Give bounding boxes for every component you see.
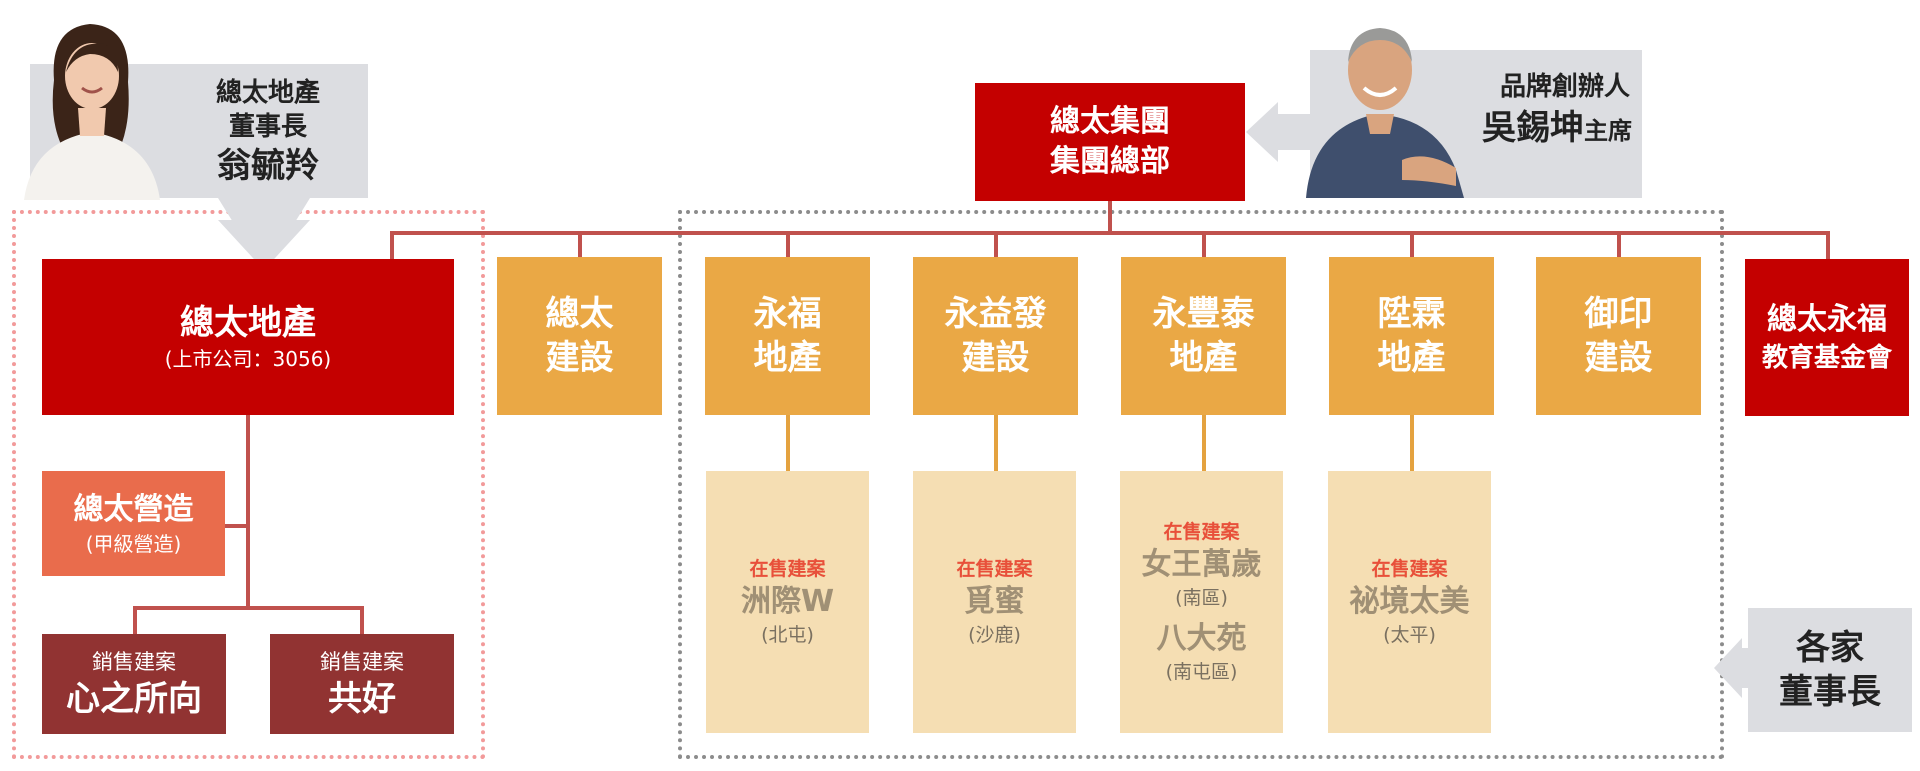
project-1-label: 在售建案 [749,558,826,580]
project-3-label: 在售建案 [1163,521,1240,543]
chairmen-note-line1: 各家 [1796,628,1864,668]
main-horizontal-connector [390,231,1830,235]
company-box-5: 陞霖 地產 [1329,257,1494,415]
project-3-location-2: (南屯區) [1165,661,1238,683]
group-headquarters: 總太集團 集團總部 [975,83,1245,201]
realty-trunk-connector [246,415,250,608]
construction-branch-connector [225,524,248,528]
project-2-location: (沙鹿) [968,624,1021,646]
drop-company-6 [1617,231,1621,257]
project-3-name-1: 女王萬歲 [1141,547,1262,582]
hq-down-connector [1108,201,1112,231]
chairmen-note-line2: 董事長 [1779,672,1881,712]
drop-company-1 [578,231,582,257]
zongtai-realty-sub: (上市公司：3056) [164,347,332,371]
sales-project-2: 銷售建案 共好 [270,634,454,734]
project-1-location: (北屯) [761,624,814,646]
chairwoman-title: 董事長 [228,112,307,142]
drop-company-3 [994,231,998,257]
chairwoman-photo [24,24,160,200]
foundation-line1: 總太永福 [1767,301,1887,337]
chairmen-note: 各家 董事長 [1748,608,1912,732]
project-4-location: (太平) [1383,624,1436,646]
company-6-line1: 御印 [1584,294,1653,334]
project-box-2: 在售建案 覓蜜 (沙鹿) [913,471,1076,733]
project-box-4: 在售建案 祕境太美 (太平) [1328,471,1491,733]
company-box-4: 永豐泰 地產 [1121,257,1286,415]
project-connector-2 [994,415,998,471]
founder-name-line: 吳錫坤主席 [1440,106,1632,153]
sales-drop-2 [360,606,364,634]
chairmen-left-arrow [1714,638,1742,698]
founder-name: 吳錫坤 [1482,108,1584,148]
sales-project-2-name: 共好 [328,679,396,719]
zongtai-realty-name: 總太地產 [180,303,316,343]
chairwoman-label: 總太地產 董事長 翁毓羚 [168,70,368,194]
subsidiaries-group-frame [678,210,1724,759]
foundation-box: 總太永福 教育基金會 [1745,259,1909,416]
project-4-name: 祕境太美 [1349,584,1470,619]
project-connector-3 [1202,415,1206,471]
founder-suffix: 主席 [1584,117,1632,145]
drop-foundation [1826,231,1830,259]
company-2-line1: 永福 [753,294,822,334]
founder-title: 品牌創辦人 [1499,72,1630,102]
founder-photo [1306,28,1464,198]
sales-project-1-name: 心之所向 [66,679,202,719]
company-5-line2: 地產 [1377,338,1446,378]
company-2-line2: 地產 [753,338,822,378]
company-6-line2: 建設 [1584,338,1653,378]
project-3-name-2: 八大苑 [1156,621,1247,656]
company-4-line1: 永豐泰 [1152,294,1255,334]
construction-sub: (甲級營造) [85,531,182,556]
company-3-line1: 永益發 [944,294,1047,334]
project-box-3: 在售建案 女王萬歲 (南區) 八大苑 (南屯區) [1120,471,1283,733]
project-1-name: 洲際W [740,584,835,619]
project-3-location-1: (南區) [1175,587,1228,609]
founder-arrow-stem [1276,114,1312,150]
hq-line2: 集團總部 [1050,144,1170,179]
construction-name: 總太營造 [73,491,194,527]
project-2-label: 在售建案 [956,558,1033,580]
company-1-line2: 建設 [545,338,614,378]
company-1-line1: 總太 [545,294,614,334]
project-connector-1 [786,415,790,471]
sales-drop-1 [133,606,137,634]
sales-project-2-label: 銷售建案 [320,650,404,674]
sales-project-1: 銷售建案 心之所向 [42,634,226,734]
sales-project-1-label: 銷售建案 [92,650,176,674]
project-2-name: 覓蜜 [964,584,1025,619]
company-box-2: 永福 地產 [705,257,870,415]
founder-left-arrow [1246,102,1278,162]
company-box-3: 永益發 建設 [913,257,1078,415]
company-box-1: 總太 建設 [497,257,662,415]
drop-zongtai-realty [390,231,394,259]
company-5-line1: 陞霖 [1377,294,1446,334]
drop-company-5 [1410,231,1414,257]
company-3-line2: 建設 [961,338,1030,378]
hq-line1: 總太集團 [1050,104,1170,139]
sales-horizontal-connector [133,606,364,610]
drop-company-4 [1202,231,1206,257]
company-4-line2: 地產 [1169,338,1238,378]
zongtai-realty-box: 總太地產 (上市公司：3056) [42,259,454,415]
project-4-label: 在售建案 [1371,558,1448,580]
chairwoman-arrow-stem [240,194,288,222]
foundation-line2: 教育基金會 [1761,342,1892,373]
company-box-6: 御印 建設 [1536,257,1701,415]
drop-company-2 [786,231,790,257]
construction-box: 總太營造 (甲級營造) [42,471,225,576]
chairwoman-company: 總太地產 [215,78,320,108]
chairwoman-name: 翁毓羚 [217,146,319,186]
project-connector-4 [1410,415,1414,471]
project-box-1: 在售建案 洲際W (北屯) [706,471,869,733]
